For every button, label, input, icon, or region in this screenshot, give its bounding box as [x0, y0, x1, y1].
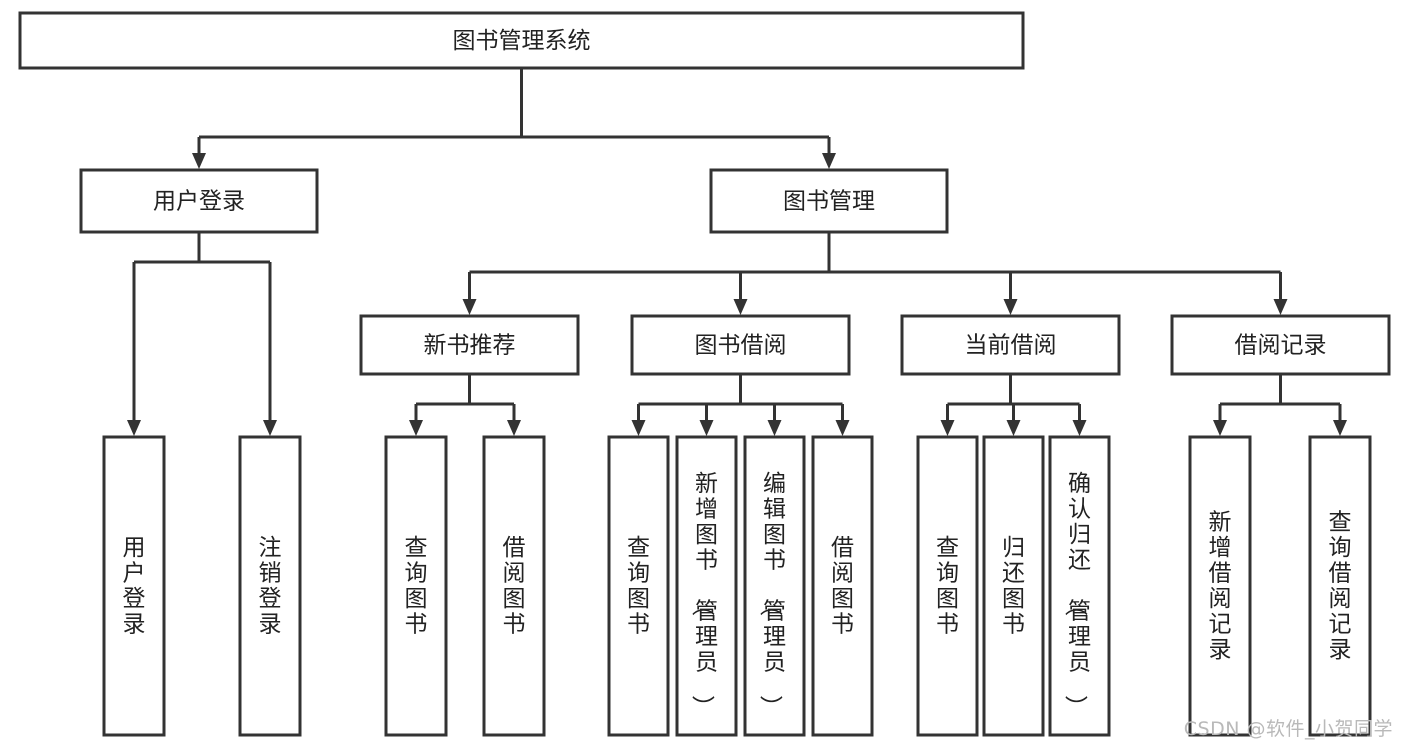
node-label: 用户登录 — [153, 189, 245, 215]
node-label: 编辑图书（管理员） — [757, 471, 786, 718]
node-label: 确认归还（管理员） — [1062, 471, 1091, 718]
node-label: 查询图书 — [405, 535, 428, 638]
node-leaf-logout-login[interactable]: 注销登录 — [238, 435, 302, 737]
arrow-head-icon — [409, 420, 423, 436]
node-box[interactable] — [607, 435, 670, 737]
node-box[interactable] — [1048, 435, 1111, 737]
node-root[interactable]: 图书管理系统 — [18, 11, 1025, 70]
node-new-book-recommend[interactable]: 新书推荐 — [359, 314, 580, 376]
node-user-login[interactable]: 用户登录 — [79, 168, 319, 234]
node-label: 当前借阅 — [965, 333, 1057, 359]
node-leaf-borrow-book-rec[interactable]: 借阅图书 — [482, 435, 546, 737]
arrow-head-icon — [192, 153, 206, 169]
node-leaf-add-borrow-record[interactable]: 新增借阅记录 — [1188, 435, 1252, 737]
node-leaf-query-book-rec[interactable]: 查询图书 — [384, 435, 448, 737]
node-label: 归还图书 — [1002, 535, 1025, 638]
node-box[interactable] — [79, 168, 319, 234]
node-label: 查询图书 — [936, 535, 959, 638]
node-label: 图书借阅 — [695, 333, 787, 359]
node-box[interactable] — [18, 11, 1025, 70]
arrow-head-icon — [507, 420, 521, 436]
node-layer: 图书管理系统用户登录图书管理新书推荐图书借阅当前借阅借阅记录用户登录注销登录查询… — [18, 11, 1391, 737]
node-leaf-edit-book-admin[interactable]: 编辑图书（管理员） — [743, 435, 806, 737]
arrow-head-icon — [462, 299, 477, 315]
arrow-head-icon — [767, 420, 782, 436]
node-label: 查询图书 — [627, 535, 650, 638]
node-leaf-confirm-return-admin[interactable]: 确认归还（管理员） — [1048, 435, 1111, 737]
node-box[interactable] — [384, 435, 448, 737]
arrow-head-icon — [699, 420, 714, 436]
node-label: 查询借阅记录 — [1329, 509, 1352, 663]
node-label: 图书管理 — [783, 189, 875, 215]
node-box[interactable] — [1188, 435, 1252, 737]
node-box[interactable] — [982, 435, 1045, 737]
node-box[interactable] — [709, 168, 949, 234]
node-box[interactable] — [1308, 435, 1372, 737]
node-label: 图书管理系统 — [453, 28, 591, 54]
node-box[interactable] — [630, 314, 851, 376]
node-current-borrow[interactable]: 当前借阅 — [900, 314, 1121, 376]
node-leaf-return-book[interactable]: 归还图书 — [982, 435, 1045, 737]
node-leaf-query-book-borrow[interactable]: 查询图书 — [607, 435, 670, 737]
node-label: 注销登录 — [259, 535, 282, 638]
node-box[interactable] — [743, 435, 806, 737]
connector-layer — [127, 68, 1347, 436]
node-box[interactable] — [1170, 314, 1391, 376]
arrow-head-icon — [263, 420, 277, 436]
node-leaf-user-login[interactable]: 用户登录 — [102, 435, 166, 737]
node-box[interactable] — [900, 314, 1121, 376]
node-label: 用户登录 — [123, 535, 146, 638]
node-label: 借阅记录 — [1235, 333, 1327, 359]
arrow-head-icon — [127, 420, 141, 436]
node-leaf-query-borrow-record[interactable]: 查询借阅记录 — [1308, 435, 1372, 737]
node-box[interactable] — [359, 314, 580, 376]
arrow-head-icon — [1273, 299, 1288, 315]
node-box[interactable] — [916, 435, 979, 737]
node-leaf-query-book-current[interactable]: 查询图书 — [916, 435, 979, 737]
node-label: 新增借阅记录 — [1209, 509, 1232, 663]
node-label: 借阅图书 — [503, 535, 526, 638]
watermark-label: CSDN @软件_小贺同学 — [1183, 718, 1393, 740]
arrow-head-icon — [1213, 420, 1227, 436]
node-leaf-add-book-admin[interactable]: 新增图书（管理员） — [675, 435, 738, 737]
arrow-head-icon — [1072, 420, 1087, 436]
node-box[interactable] — [238, 435, 302, 737]
node-book-manage[interactable]: 图书管理 — [709, 168, 949, 234]
arrow-head-icon — [1333, 420, 1347, 436]
node-box[interactable] — [675, 435, 738, 737]
arrow-head-icon — [822, 153, 836, 169]
arrow-head-icon — [940, 420, 955, 436]
node-box[interactable] — [102, 435, 166, 737]
node-label: 新书推荐 — [424, 333, 516, 359]
node-borrow-record[interactable]: 借阅记录 — [1170, 314, 1391, 376]
arrow-head-icon — [835, 420, 850, 436]
node-box[interactable] — [811, 435, 874, 737]
node-book-borrow[interactable]: 图书借阅 — [630, 314, 851, 376]
arrow-head-icon — [1003, 299, 1018, 315]
arrow-head-icon — [733, 299, 748, 315]
arrow-head-icon — [1006, 420, 1021, 436]
arrow-head-icon — [631, 420, 646, 436]
node-label: 借阅图书 — [831, 535, 854, 638]
node-label: 新增图书（管理员） — [689, 471, 718, 718]
node-leaf-borrow-book[interactable]: 借阅图书 — [811, 435, 874, 737]
node-box[interactable] — [482, 435, 546, 737]
